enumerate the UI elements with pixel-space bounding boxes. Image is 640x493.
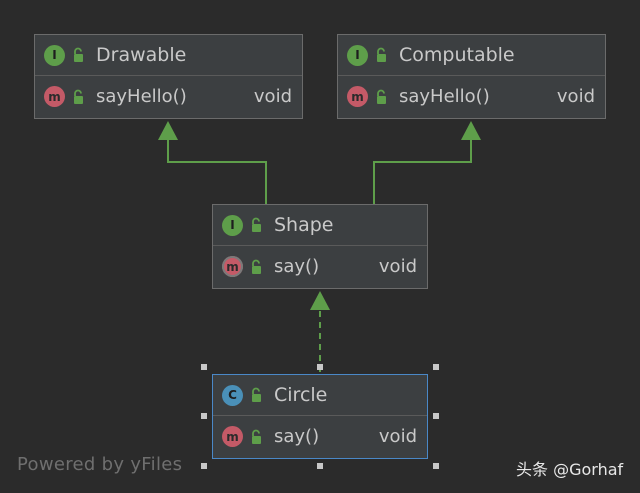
edge-shape-computable	[373, 140, 472, 204]
yfiles-watermark: Powered by yFiles	[17, 454, 183, 475]
node-computable[interactable]: I Computable m sayHello() void	[337, 34, 606, 119]
class-name: Drawable	[96, 44, 187, 66]
return-type: void	[556, 86, 595, 107]
return-type: void	[253, 86, 292, 107]
node-header: I Shape	[213, 205, 427, 246]
method-row[interactable]: m say() void	[213, 246, 427, 287]
return-type: void	[378, 426, 417, 447]
method-icon: m	[222, 426, 243, 447]
method-icon: m	[44, 86, 65, 107]
node-circle[interactable]: C Circle m say() void	[212, 374, 428, 459]
node-header: C Circle	[213, 375, 427, 416]
node-header: I Drawable	[35, 35, 302, 76]
class-name: Shape	[274, 214, 334, 236]
method-row[interactable]: m sayHello() void	[35, 76, 302, 117]
source-credit: 头条 @Gorhaf	[516, 460, 624, 479]
resize-handle-bottom[interactable]	[317, 463, 323, 469]
resize-handle-top-right[interactable]	[433, 364, 439, 370]
node-drawable[interactable]: I Drawable m sayHello() void	[34, 34, 303, 119]
unlocked-padlock-icon	[252, 217, 261, 232]
method-icon: m	[347, 86, 368, 107]
interface-icon: I	[44, 44, 65, 66]
resize-handle-bottom-left[interactable]	[201, 463, 207, 469]
method-row[interactable]: m sayHello() void	[338, 76, 605, 117]
method-name: sayHello()	[399, 86, 490, 107]
edge-arrowhead-computable	[461, 121, 481, 140]
unlocked-padlock-icon	[252, 429, 261, 444]
resize-handle-top[interactable]	[317, 364, 323, 370]
unlocked-padlock-icon	[74, 47, 83, 62]
resize-handle-left[interactable]	[201, 413, 207, 419]
interface-icon: I	[222, 214, 243, 236]
class-name: Computable	[399, 44, 515, 66]
edge-shape-drawable	[167, 140, 267, 204]
method-name: sayHello()	[96, 86, 187, 107]
unlocked-padlock-icon	[252, 387, 261, 402]
resize-handle-bottom-right[interactable]	[433, 463, 439, 469]
node-header: I Computable	[338, 35, 605, 76]
method-row[interactable]: m say() void	[213, 416, 427, 457]
unlocked-padlock-icon	[377, 89, 386, 104]
class-name: Circle	[274, 384, 328, 406]
unlocked-padlock-icon	[74, 89, 83, 104]
edge-arrowhead-drawable	[158, 121, 178, 140]
unlocked-padlock-icon	[252, 259, 261, 274]
resize-handle-right[interactable]	[433, 413, 439, 419]
interface-icon: I	[347, 44, 368, 66]
edge-arrowhead-shape	[310, 291, 330, 310]
node-shape[interactable]: I Shape m say() void	[212, 204, 428, 289]
abstract-method-icon: m	[222, 256, 243, 277]
resize-handle-top-left[interactable]	[201, 364, 207, 370]
return-type: void	[378, 256, 417, 277]
class-icon: C	[222, 384, 243, 406]
method-name: say()	[274, 426, 320, 447]
method-name: say()	[274, 256, 320, 277]
unlocked-padlock-icon	[377, 47, 386, 62]
